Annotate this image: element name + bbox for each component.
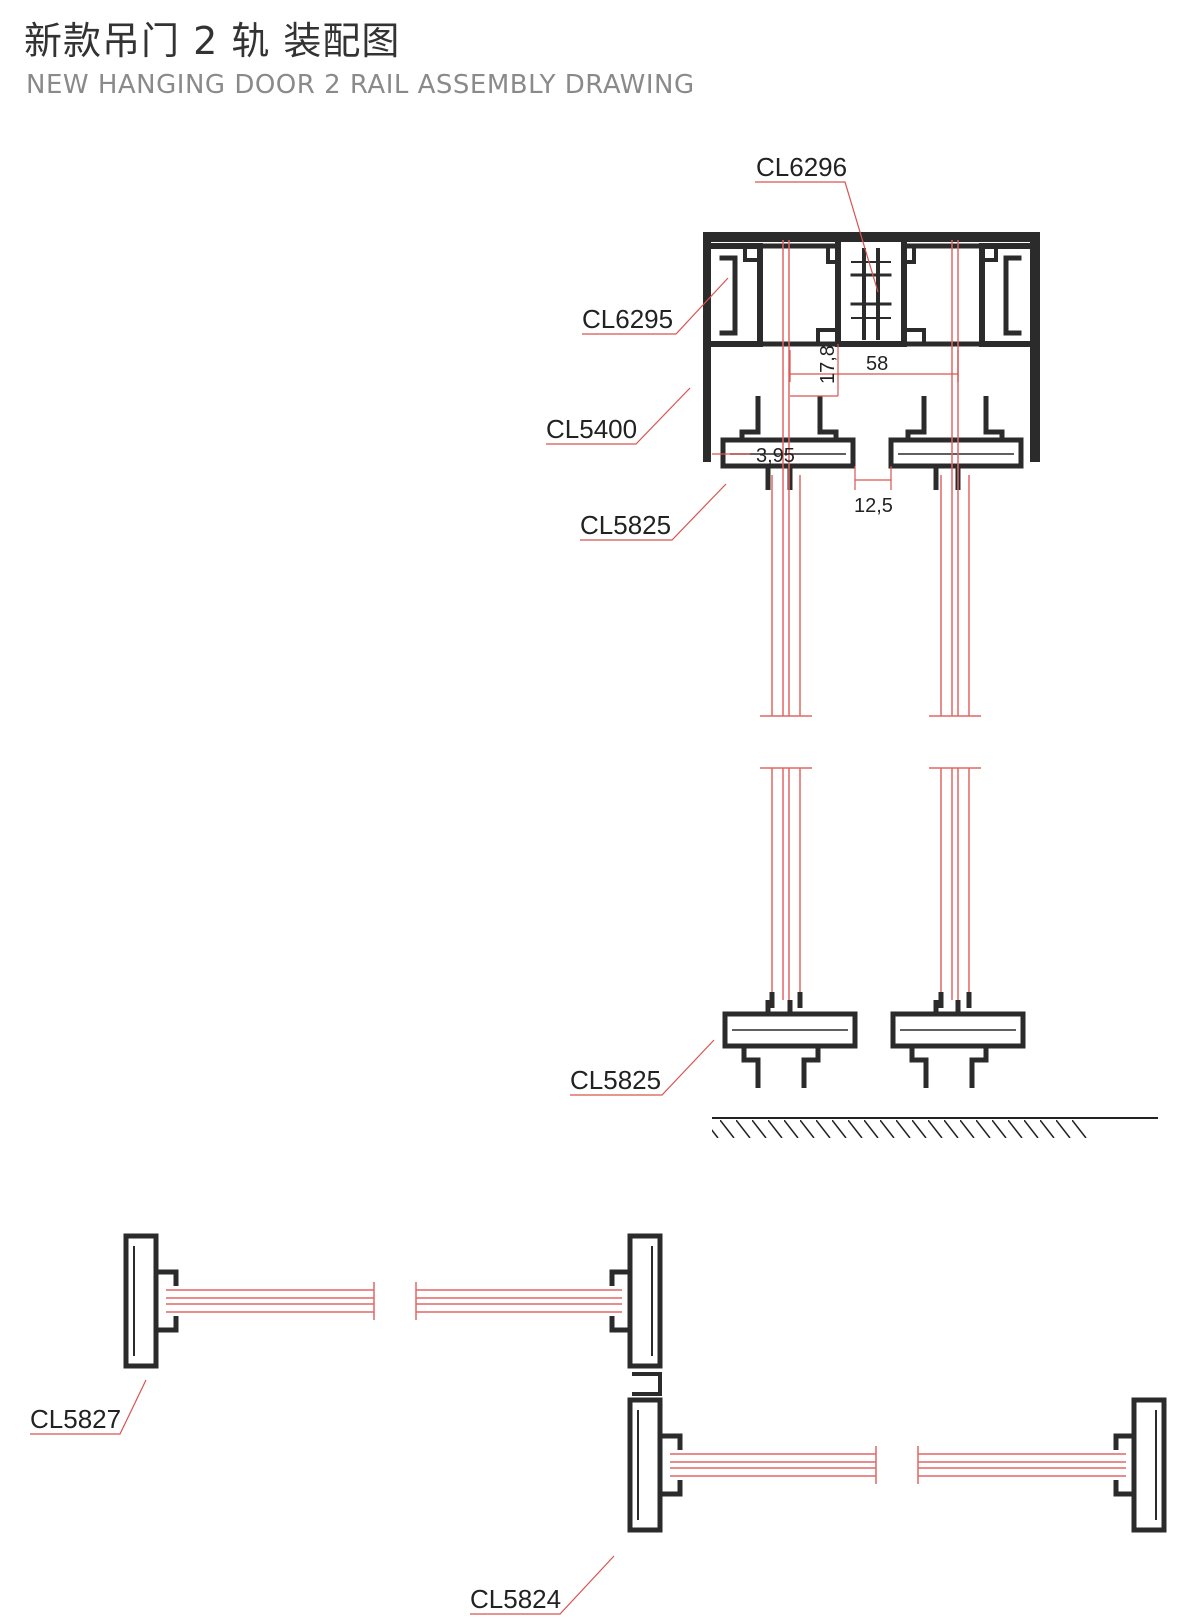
label-cl5824: CL5824: [470, 1584, 561, 1614]
lower-meeting-stile: [627, 1397, 663, 1533]
horizontal-glass-panels: [166, 1282, 1126, 1484]
label-cl5825-bottom: CL5825: [570, 1065, 661, 1095]
dimension-58: 58: [866, 353, 888, 375]
vertical-glass-panels: [760, 240, 981, 1000]
top-rollers: [720, 396, 1024, 490]
left-rail-carrier: [757, 243, 841, 347]
floor-line: [712, 1117, 1158, 1138]
dimension-17-8: 17,8: [817, 345, 839, 384]
header-top-bar: [703, 232, 1040, 242]
dimension-3-95: 3,95: [756, 445, 795, 467]
left-jamb-profile: [123, 1233, 159, 1369]
top-right-roller-profile: [888, 437, 1024, 469]
bottom-right-guide-profile: [890, 1011, 1026, 1049]
label-cl5825-top: CL5825: [580, 510, 671, 540]
upper-meeting-stile: [627, 1233, 663, 1369]
right-jamb-profile: [1131, 1397, 1167, 1533]
label-cl6296: CL6296: [756, 152, 847, 182]
right-rail-carrier: [901, 243, 985, 347]
center-block: [835, 239, 907, 347]
left-inner-profile: [708, 243, 763, 347]
top-left-roller-hook: [739, 396, 839, 440]
page-title-chinese: 新款吊门 2 轨 装配图: [24, 19, 401, 63]
header-track: [703, 232, 1040, 462]
dimension-12-5: 12,5: [854, 495, 893, 517]
bottom-left-guide-profile: [722, 1011, 858, 1049]
label-cl6295: CL6295: [582, 304, 673, 334]
bottom-guides: [722, 992, 1026, 1088]
page-title-english: NEW HANGING DOOR 2 RAIL ASSEMBLY DRAWING: [26, 70, 695, 100]
plan-view: [123, 1233, 1167, 1533]
top-right-roller-hook: [905, 396, 1005, 440]
leader-lines: [30, 181, 959, 1615]
label-cl5400: CL5400: [546, 414, 637, 444]
label-cl5827: CL5827: [30, 1404, 121, 1434]
right-inner-profile: [979, 243, 1033, 347]
